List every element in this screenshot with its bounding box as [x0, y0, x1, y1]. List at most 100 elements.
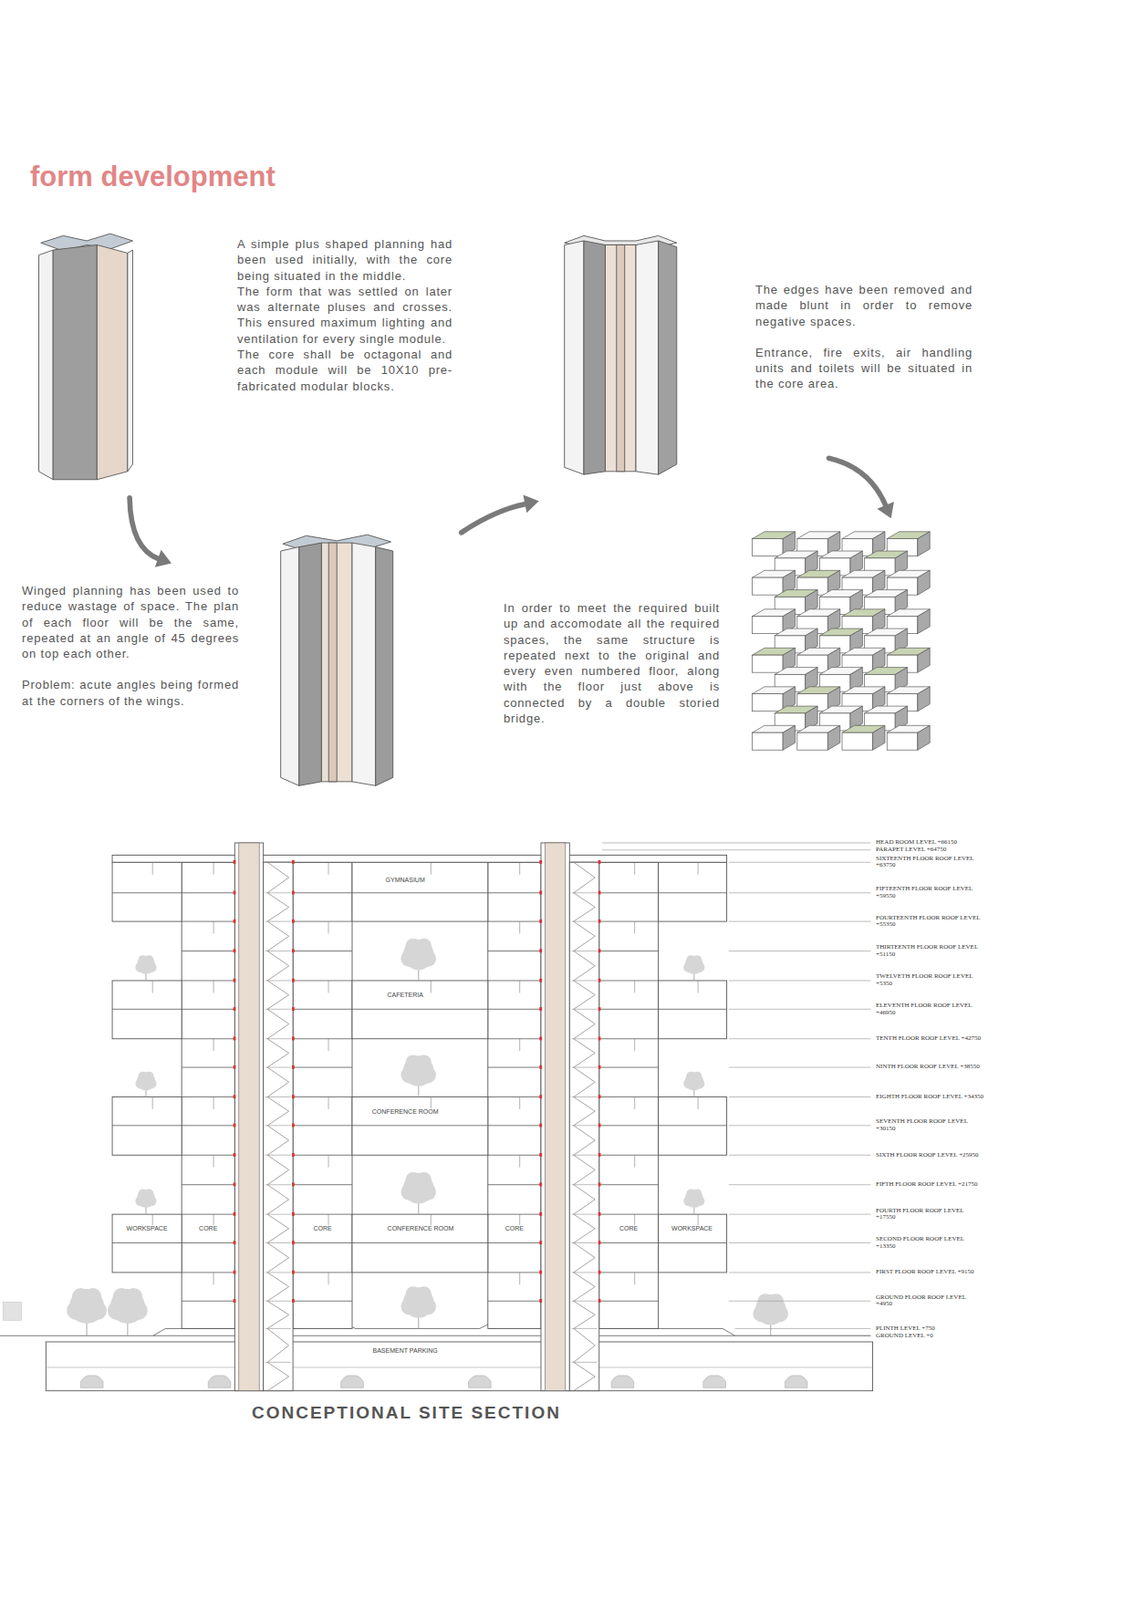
car-symbol: [784, 1375, 808, 1388]
floor-block: [112, 862, 182, 922]
level-line: [728, 862, 872, 864]
partition: [634, 921, 635, 934]
stair-landing: [265, 1124, 292, 1126]
partition: [152, 980, 154, 993]
tree-canopy: [416, 1054, 432, 1071]
partition: [634, 1154, 635, 1167]
level-line: [728, 1271, 872, 1273]
description-text: The edges have been removed and made blu…: [755, 281, 973, 330]
red-marker: [539, 1153, 542, 1157]
level-label: GROUND FLOOR ROOF LEVEL +4950: [875, 1294, 984, 1309]
level-label: FIFTH FLOOR ROOF LEVEL +21750: [875, 1181, 984, 1189]
tree-canopy: [124, 1288, 143, 1306]
floor-slab: [181, 1096, 235, 1098]
partition: [430, 980, 432, 993]
stair-landing: [572, 1124, 598, 1126]
partition: [213, 980, 215, 993]
floor-slab: [292, 1300, 353, 1302]
level-label: SIXTEENTH FLOOR ROOF LEVEL +63750: [875, 855, 984, 870]
stair-flight: [573, 951, 595, 981]
level-line: [735, 1328, 872, 1330]
red-marker: [539, 1007, 542, 1011]
stair-flight: [573, 1067, 595, 1097]
stair-landing: [572, 1067, 598, 1069]
floor-slab: [488, 1154, 541, 1156]
partition: [328, 1154, 330, 1167]
floor-slab: [599, 1242, 659, 1244]
floor-slab: [658, 1242, 728, 1244]
tower-face: [127, 249, 134, 472]
stair-flight: [573, 1185, 595, 1215]
stair-flight: [573, 862, 595, 894]
sheet-title: form development: [30, 160, 276, 194]
car-symbol: [703, 1375, 727, 1388]
level-line: [728, 1154, 872, 1156]
red-marker: [539, 1065, 542, 1070]
partition: [697, 862, 699, 874]
floor-slab: [181, 1154, 235, 1156]
stair-landing: [265, 1362, 292, 1363]
module-cluster: [752, 531, 931, 750]
red-marker: [233, 1270, 237, 1275]
module-side: [917, 609, 930, 635]
stair-landing: [572, 1328, 598, 1330]
floor-block: [112, 1214, 182, 1273]
level-line: [728, 1124, 872, 1126]
description-text: In order to meet the required built up a…: [503, 600, 720, 727]
red-marker: [233, 1094, 237, 1099]
floor-block: [352, 1097, 489, 1156]
level-line: [602, 849, 871, 851]
tower-face: [299, 542, 323, 786]
process-arrow: [461, 494, 540, 532]
tree-symbol: [683, 1188, 705, 1215]
module-front: [797, 732, 829, 750]
partition: [697, 1097, 699, 1110]
core-shaft: [540, 842, 570, 1392]
red-marker: [291, 1270, 295, 1275]
floor-slab: [599, 1067, 659, 1069]
tower-model: [39, 233, 134, 480]
parapet: [112, 854, 728, 863]
red-marker: [539, 1212, 542, 1217]
red-marker: [598, 1182, 602, 1187]
red-marker: [291, 1240, 295, 1245]
tree-symbol: [135, 1071, 157, 1098]
core-lining: [544, 842, 565, 1392]
tree-symbol: [107, 1288, 148, 1336]
room-label: CONFERENCE ROOM: [371, 1108, 440, 1116]
floor-slab: [599, 1009, 659, 1010]
red-marker: [233, 1240, 237, 1245]
red-marker: [598, 1240, 602, 1245]
red-marker: [291, 1182, 295, 1187]
stair-landing: [572, 1362, 598, 1363]
level-label: SECOND FLOOR ROOF LEVEL +13350: [875, 1236, 984, 1250]
floor-slab: [292, 1154, 353, 1156]
module-front: [752, 694, 784, 712]
stair-flight: [267, 1097, 289, 1126]
floor-slab: [292, 921, 353, 923]
level-line: [728, 892, 872, 894]
module-side: [917, 686, 930, 712]
car-body: [341, 1375, 365, 1388]
stair-flight: [573, 1214, 595, 1243]
stair-flight: [573, 1242, 595, 1272]
tree-canopy: [416, 1172, 432, 1188]
tower-face: [583, 240, 605, 475]
level-label: THIRTEENTH FLOOR ROOF LEVEL +51150: [875, 944, 984, 958]
stair-flight: [573, 1300, 595, 1329]
partition: [328, 980, 330, 993]
level-line: [728, 950, 872, 952]
red-marker: [539, 1094, 542, 1099]
red-marker: [539, 1123, 542, 1128]
floor-slab: [292, 1271, 353, 1273]
floor-slab: [292, 1124, 353, 1126]
stair-landing: [265, 892, 292, 894]
module-side: [873, 725, 885, 750]
tower-face: [375, 547, 394, 787]
partition: [328, 1272, 330, 1285]
level-label: NINTH FLOOR ROOF LEVEL +38550: [875, 1063, 984, 1072]
building-column: [181, 862, 235, 1329]
red-marker: [233, 891, 237, 895]
tower-face: [96, 244, 128, 479]
red-marker: [539, 1270, 542, 1275]
